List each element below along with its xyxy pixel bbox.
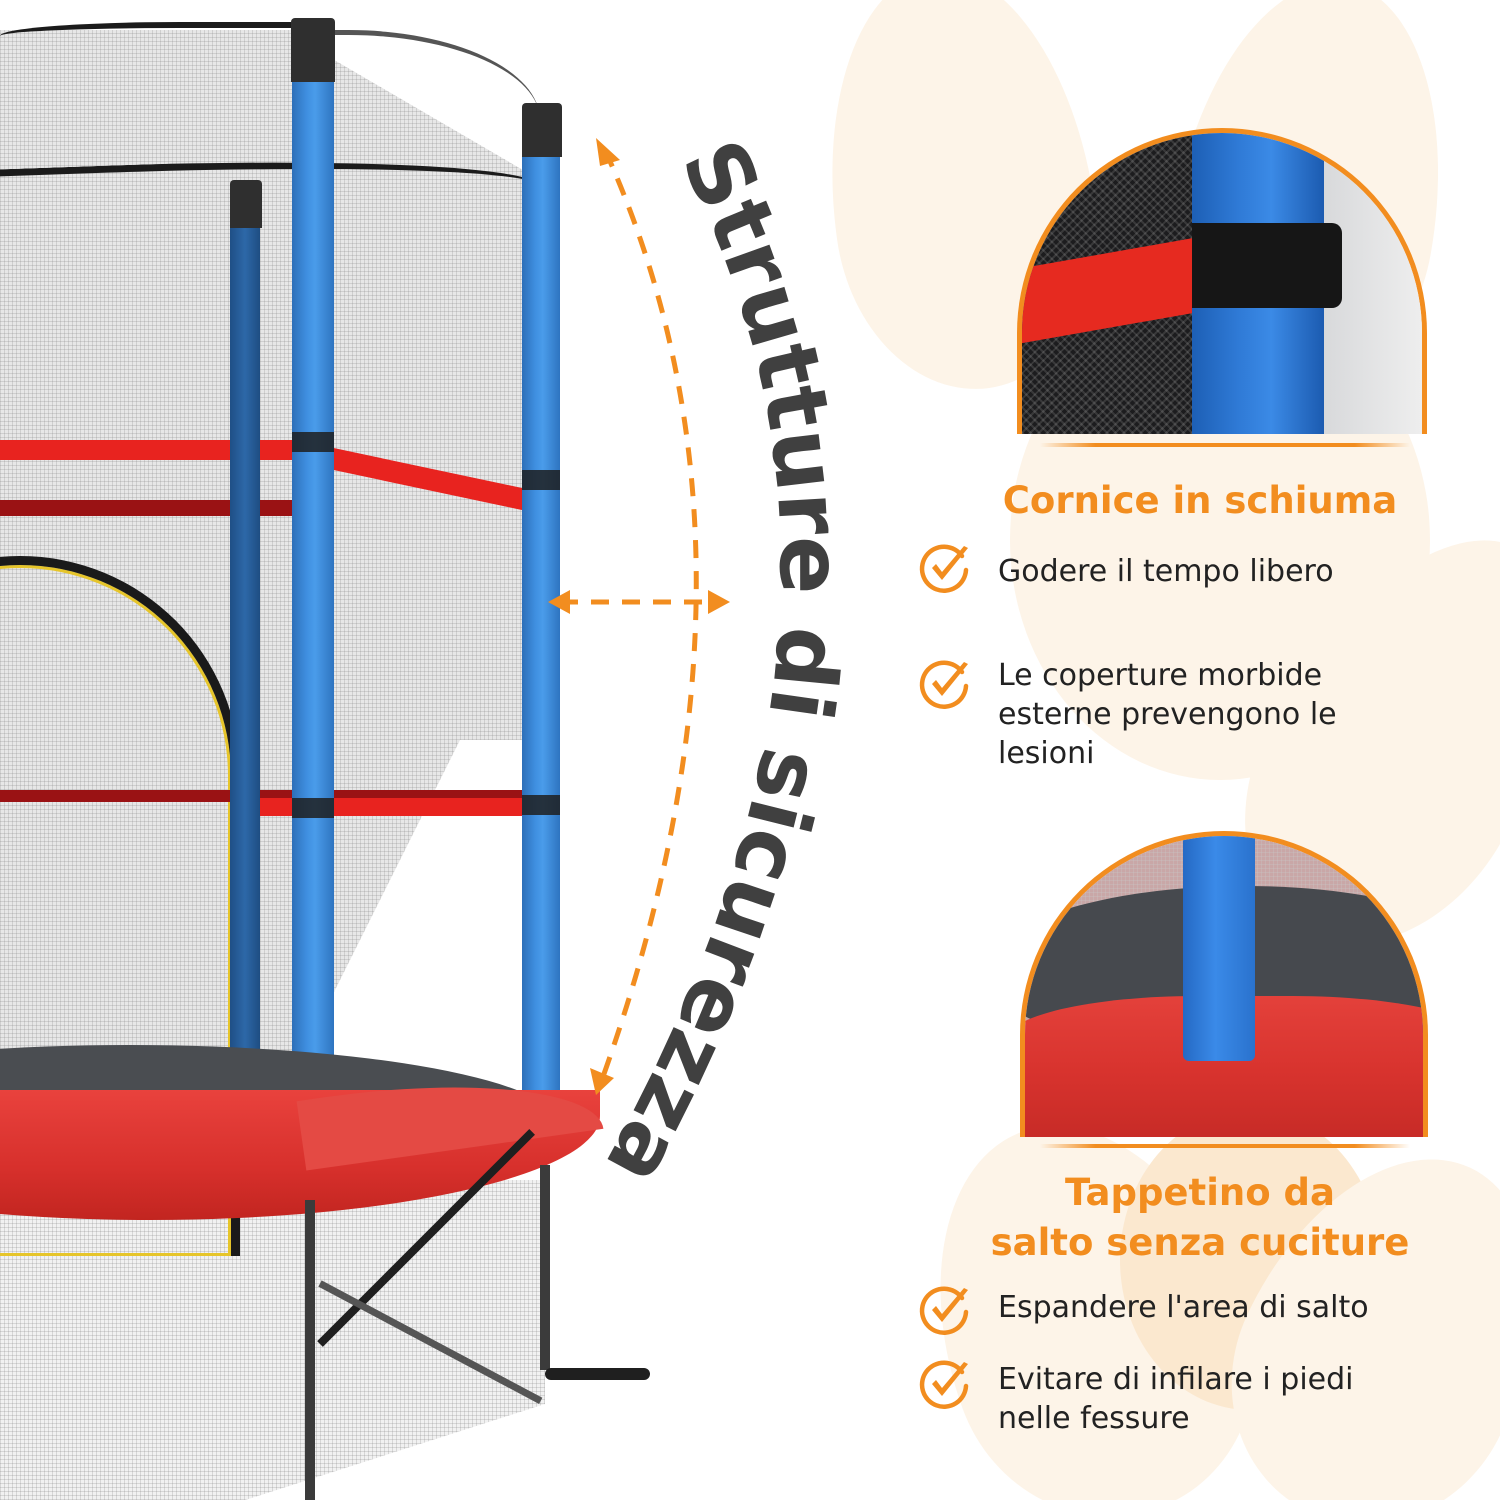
pole-strap-band bbox=[292, 798, 334, 818]
net-top-rim bbox=[0, 22, 300, 36]
pole-strap-band bbox=[522, 470, 560, 490]
check-circle-icon bbox=[919, 1360, 969, 1409]
pole-cap bbox=[230, 180, 262, 228]
safety-net-right bbox=[300, 40, 540, 740]
pole-strap-band bbox=[522, 795, 560, 815]
heading-line: Tappetino da bbox=[1065, 1171, 1335, 1214]
check-circle-icon bbox=[919, 544, 969, 593]
feature-bullet-text: Le coperture morbide esterne prevengono … bbox=[998, 658, 1337, 771]
feature-bullet: Le coperture morbide esterne prevengono … bbox=[918, 656, 1418, 773]
check-circle-icon bbox=[919, 660, 969, 709]
heading-line: salto senza cuciture bbox=[990, 1221, 1410, 1264]
feature-bullet-text: Espandere l'area di salto bbox=[998, 1290, 1369, 1325]
back-pole bbox=[230, 225, 260, 1065]
front-pole-left bbox=[292, 80, 334, 1180]
feature-heading-seamless-mat: Tappetino da salto senza cuciture bbox=[960, 1168, 1440, 1268]
red-strap-upper-front bbox=[0, 440, 300, 460]
frame-leg bbox=[305, 1200, 315, 1500]
trampoline-illustration bbox=[0, 0, 700, 1500]
feature-bullet: Espandere l'area di salto bbox=[918, 1282, 1369, 1338]
red-strap-upper-back bbox=[0, 500, 300, 516]
frame-foot bbox=[545, 1368, 650, 1380]
feature-bullet-text: Godere il tempo libero bbox=[998, 554, 1334, 589]
pole-strap-band bbox=[292, 432, 334, 452]
feature-bullet: Godere il tempo libero bbox=[918, 540, 1334, 596]
photo-underline bbox=[1040, 1144, 1410, 1148]
pole-cap bbox=[291, 18, 335, 82]
seamless-mat-photo bbox=[1020, 831, 1428, 1137]
front-pole-right bbox=[522, 155, 560, 1105]
photo-underline bbox=[1040, 443, 1410, 447]
pole-cap bbox=[522, 103, 562, 157]
feature-heading-foam-frame: Cornice in schiuma bbox=[1002, 479, 1398, 522]
foam-padded-pole-photo bbox=[1017, 128, 1427, 434]
check-circle-icon bbox=[919, 1286, 969, 1335]
frame-leg bbox=[540, 1165, 550, 1370]
feature-bullet: Evitare di infilare i piedi nelle fessur… bbox=[918, 1356, 1428, 1438]
feature-bullet-text: Evitare di infilare i piedi nelle fessur… bbox=[998, 1362, 1354, 1436]
